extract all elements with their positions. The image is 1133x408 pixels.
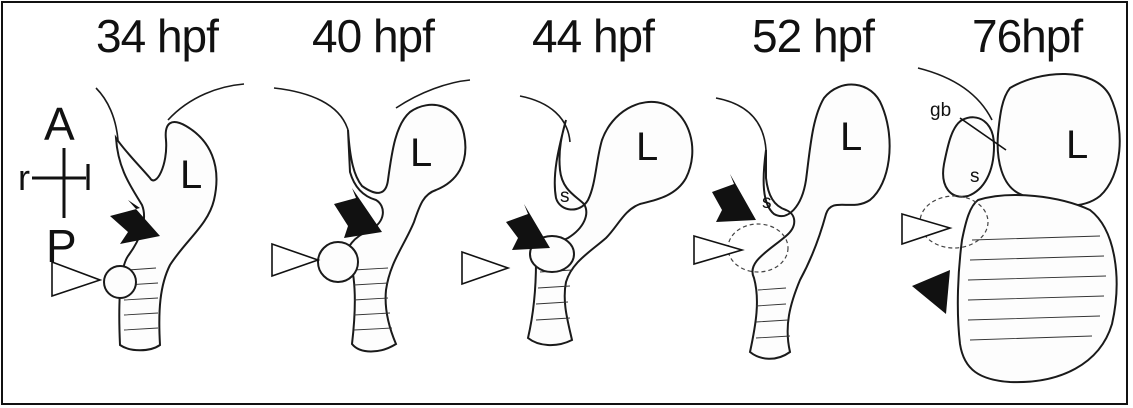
stage-76-black-arrowhead bbox=[912, 270, 950, 314]
stage-52-gut-outline bbox=[750, 85, 890, 359]
stage-34-liver-label: L bbox=[180, 153, 202, 197]
stage-40-foregut-line bbox=[274, 88, 348, 130]
stage-44-swim-label: s bbox=[560, 186, 570, 207]
stage-76-liver-label: L bbox=[1066, 123, 1088, 167]
axis-posterior-label: P bbox=[46, 220, 77, 272]
stage-76-swim-label: s bbox=[970, 166, 980, 187]
stage-34-upper-line bbox=[168, 84, 244, 120]
stage-76-liver-outline bbox=[998, 74, 1120, 206]
stage-76-gb-label: gb bbox=[930, 100, 951, 121]
stage-76-gut-outline bbox=[958, 195, 1117, 382]
stage-44-liver-label: L bbox=[636, 125, 658, 169]
stage-34-drawing: L bbox=[52, 84, 244, 350]
axis-compass: A P r l bbox=[18, 98, 92, 272]
stage-52-open-arrowhead bbox=[694, 236, 742, 264]
stage-title-34: 34 hpf bbox=[96, 10, 219, 62]
stage-44-drawing: L s bbox=[462, 96, 692, 345]
stage-40-drawing: L bbox=[272, 80, 470, 352]
stage-52-liver-label: L bbox=[840, 115, 862, 159]
stage-40-liver-label: L bbox=[410, 131, 432, 175]
stage-76-swim-outline bbox=[943, 117, 994, 196]
stage-40-bud bbox=[318, 242, 358, 282]
axis-right-label: r bbox=[18, 157, 30, 198]
stage-76-drawing: gb L s bbox=[902, 68, 1120, 382]
stage-52-black-arrowhead bbox=[712, 174, 756, 222]
stage-44-black-arrowhead bbox=[506, 204, 550, 250]
stage-52-foregut-line bbox=[716, 98, 766, 150]
stage-title-44: 44 hpf bbox=[532, 10, 655, 62]
stage-34-bud bbox=[104, 266, 136, 298]
stage-title-40: 40 hpf bbox=[312, 10, 435, 62]
stage-52-swim-label: s bbox=[762, 192, 772, 213]
stage-34-foregut-line bbox=[96, 88, 118, 140]
stage-44-gut-outline bbox=[528, 102, 692, 345]
stage-40-open-arrowhead bbox=[272, 244, 318, 276]
stage-title-52: 52 hpf bbox=[752, 10, 875, 62]
stage-76-open-arrowhead bbox=[902, 214, 950, 244]
stage-44-open-arrowhead bbox=[462, 252, 508, 284]
stage-title-76: 76hpf bbox=[972, 10, 1083, 62]
stage-52-drawing: L s bbox=[694, 85, 890, 359]
axis-anterior-label: A bbox=[44, 98, 75, 150]
